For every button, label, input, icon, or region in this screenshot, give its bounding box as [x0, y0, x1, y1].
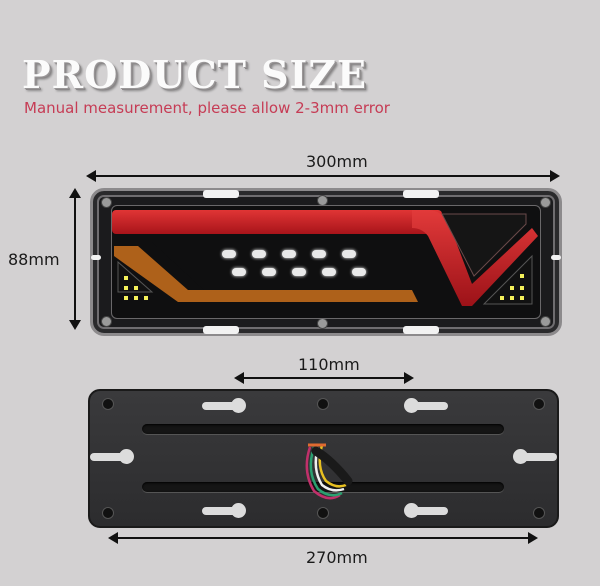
led-icon: [510, 286, 514, 290]
screw-icon: [102, 507, 114, 519]
brake-light-strip: [112, 210, 442, 234]
hole-spacing-arrow: [234, 372, 414, 384]
tail-light-front-view: [90, 188, 562, 336]
led-icon: [124, 286, 128, 290]
led-icon: [510, 296, 514, 300]
screw-icon: [101, 316, 112, 327]
led-icon: [124, 276, 128, 280]
brake-light-chevron-icon: [112, 210, 538, 306]
front-height-arrow: [69, 188, 81, 330]
led-icon: [520, 296, 524, 300]
page-title: PRODUCT SIZE: [22, 52, 368, 97]
mount-tab: [203, 326, 239, 334]
keyhole-slot-icon: [202, 398, 246, 413]
screw-icon: [540, 197, 551, 208]
led-icon: [124, 296, 128, 300]
mount-tab: [403, 326, 439, 334]
mount-tab: [203, 190, 239, 198]
screw-icon: [317, 507, 329, 519]
lens: [111, 205, 541, 319]
led-icon: [134, 286, 138, 290]
screw-icon: [540, 316, 551, 327]
led-icon: [222, 250, 236, 258]
led-icon: [134, 296, 138, 300]
mount-tab: [551, 255, 561, 260]
measurement-note: Manual measurement, please allow 2-3mm e…: [24, 99, 390, 117]
led-icon: [352, 268, 366, 276]
led-icon: [252, 250, 266, 258]
front-height-label: 88mm: [8, 250, 60, 269]
led-icon: [282, 250, 296, 258]
screw-icon: [102, 398, 114, 410]
hole-spacing-label: 110mm: [298, 355, 360, 374]
front-width-label: 300mm: [306, 152, 368, 171]
led-icon: [292, 268, 306, 276]
mount-tab: [403, 190, 439, 198]
led-icon: [262, 268, 276, 276]
plate-width-label: 270mm: [306, 548, 368, 567]
led-icon: [232, 268, 246, 276]
led-icon: [312, 250, 326, 258]
led-icon: [342, 250, 356, 258]
led-icon: [322, 268, 336, 276]
led-icon: [144, 296, 148, 300]
rib-slot: [142, 424, 504, 434]
screw-icon: [533, 398, 545, 410]
mount-tab: [91, 255, 101, 260]
led-icon: [500, 296, 504, 300]
plate-width-arrow: [108, 532, 538, 544]
screw-icon: [101, 197, 112, 208]
led-icon: [520, 274, 524, 278]
keyhole-slot-icon: [404, 398, 448, 413]
screw-icon: [533, 507, 545, 519]
keyhole-slot-icon: [202, 503, 246, 518]
screw-icon: [317, 398, 329, 410]
front-width-arrow: [86, 170, 560, 182]
keyhole-slot-icon: [404, 503, 448, 518]
screw-icon: [317, 318, 328, 329]
wire-harness-icon: [305, 443, 353, 500]
led-icon: [520, 286, 524, 290]
keyhole-slot-icon: [513, 449, 557, 464]
keyhole-slot-icon: [90, 449, 134, 464]
